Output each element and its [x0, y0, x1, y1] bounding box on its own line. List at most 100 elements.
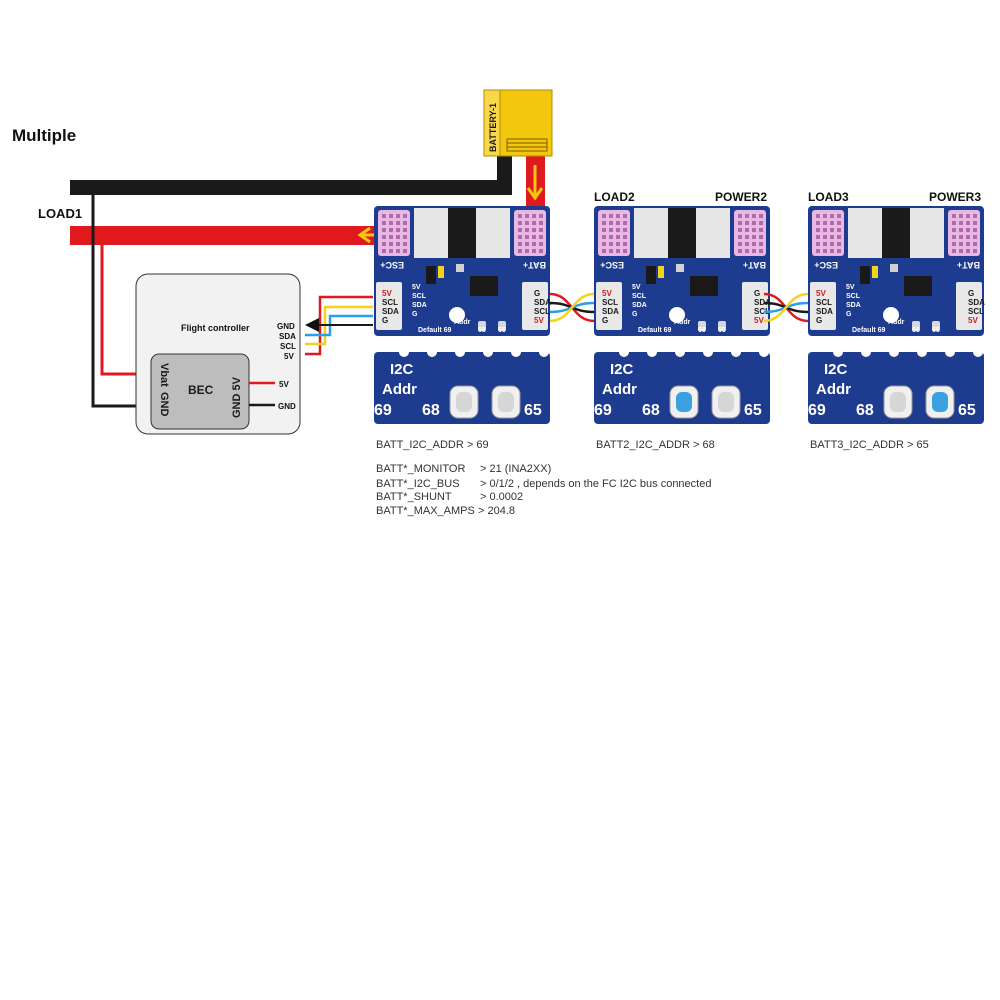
diode — [426, 266, 436, 284]
esc-label: ESC+ — [600, 260, 624, 270]
right-pin-label: G — [754, 289, 760, 298]
fc-title: Flight controller — [181, 323, 250, 333]
bec-label: BEC — [188, 383, 214, 397]
default-addr: Default 69 — [418, 327, 452, 334]
left-pin-label: SDA — [602, 307, 619, 316]
addr-small: Addr — [454, 319, 471, 326]
config-value: > 0/1/2 , depends on the FC I2C bus conn… — [480, 478, 711, 490]
diode — [646, 266, 656, 284]
right-pin-label: SCL — [754, 307, 770, 316]
config-key: BATT*_SHUNT — [376, 491, 452, 503]
fc-pin-sda: SDA — [279, 332, 296, 341]
ground-cable-riser — [497, 150, 512, 195]
silk-pin-label: SCL — [632, 293, 647, 300]
zoom-68: 68 — [642, 402, 660, 419]
battery: BATTERY-1 — [483, 89, 553, 157]
power-label: POWER3 — [929, 190, 981, 204]
left-pin-label: G — [382, 316, 388, 325]
silk-pin-label: SDA — [412, 302, 427, 309]
shunt-resistor — [882, 208, 910, 258]
right-pin-label: 5V — [534, 316, 544, 325]
zoom-68: 68 — [422, 402, 440, 419]
load-label: LOAD3 — [808, 190, 849, 204]
left-pin-label: SCL — [602, 298, 618, 307]
chip — [470, 276, 498, 296]
fc-pin-5v: 5V — [284, 352, 294, 361]
bat-label: BAT+ — [743, 260, 766, 270]
left-pin-label: 5V — [382, 289, 392, 298]
addr-small: Addr — [888, 319, 905, 326]
zoom-65: 65 — [524, 402, 542, 419]
zoom-addr: Addr — [602, 381, 637, 398]
addr-68-small: 68 — [698, 327, 706, 334]
config-value: > 21 (INA2XX) — [480, 463, 551, 475]
config-key: BATT*_I2C_BUS — [376, 478, 460, 490]
addr-68-small: 68 — [478, 327, 486, 334]
zoom-i2c: I2C — [824, 361, 848, 378]
right-pin-label: 5V — [968, 316, 978, 325]
left-pin-label: SDA — [816, 307, 833, 316]
esc-label: ESC+ — [814, 260, 838, 270]
power-cable — [70, 226, 415, 245]
power-label: POWER2 — [715, 190, 767, 204]
i2c-addr-param: BATT3_I2C_ADDR > 65 — [810, 439, 929, 451]
right-pin-label: SDA — [534, 298, 551, 307]
right-pin-label: 5V — [754, 316, 764, 325]
i2c-addr-param: BATT_I2C_ADDR > 69 — [376, 439, 489, 451]
left-connector — [596, 282, 622, 330]
mount-hole — [669, 307, 685, 323]
esc-label: ESC+ — [380, 260, 404, 270]
fc-pin-scl: SCL — [280, 342, 296, 351]
board-link-cable-1 — [549, 292, 595, 323]
addr-65-small: 65 — [932, 327, 940, 334]
bec-gnd-label: GND — [158, 392, 170, 417]
chip — [904, 276, 932, 296]
config-key: BATT*_MAX_AMPS — [376, 505, 475, 517]
i2c-addr-param: BATT2_I2C_ADDR > 68 — [596, 439, 715, 451]
addr-small: Addr — [674, 319, 691, 326]
fc-i2c-wiring — [305, 295, 373, 356]
left-connector — [810, 282, 836, 330]
flow-arrow-down — [526, 165, 544, 201]
left-pin-label: SCL — [382, 298, 398, 307]
left-pin-label: G — [816, 316, 822, 325]
silk-pin-label: SCL — [412, 293, 427, 300]
mount-hole — [449, 307, 465, 323]
board-link-cable-2 — [763, 292, 809, 323]
right-pin-label: SCL — [534, 307, 550, 316]
mount-hole — [883, 307, 899, 323]
silk-pin-label: SDA — [632, 302, 647, 309]
addr-65-small: 65 — [498, 327, 506, 334]
chip — [690, 276, 718, 296]
silk-pin-label: G — [632, 311, 638, 318]
zoom-addr: Addr — [382, 381, 417, 398]
zoom-69: 69 — [374, 402, 392, 419]
i2c-small: I2C — [674, 311, 685, 318]
default-addr: Default 69 — [852, 327, 886, 334]
zoom-i2c: I2C — [390, 361, 414, 378]
right-pin-label: G — [968, 289, 974, 298]
left-pin-label: G — [602, 316, 608, 325]
load1-label: LOAD1 — [38, 206, 82, 221]
bat-label: BAT+ — [957, 260, 980, 270]
right-connector — [742, 282, 768, 330]
i2c-small: I2C — [888, 311, 899, 318]
right-connector — [956, 282, 982, 330]
bat-label: BAT+ — [523, 260, 546, 270]
diode — [860, 266, 870, 284]
silk-pin-label: SCL — [846, 293, 861, 300]
right-pin-label: SDA — [968, 298, 985, 307]
ground-cable — [70, 180, 512, 195]
bec-out-gnd: GND — [278, 402, 296, 411]
left-pin-label: 5V — [816, 289, 826, 298]
silk-pin-label: 5V — [632, 284, 641, 291]
bec-module — [150, 353, 250, 430]
battery-label: BATTERY-1 — [488, 103, 498, 152]
left-pin-label: 5V — [602, 289, 612, 298]
silk-pin-label: G — [846, 311, 852, 318]
bec-out-5v: 5V — [279, 380, 289, 389]
right-pin-label: G — [534, 289, 540, 298]
zoom-addr: Addr — [816, 381, 851, 398]
